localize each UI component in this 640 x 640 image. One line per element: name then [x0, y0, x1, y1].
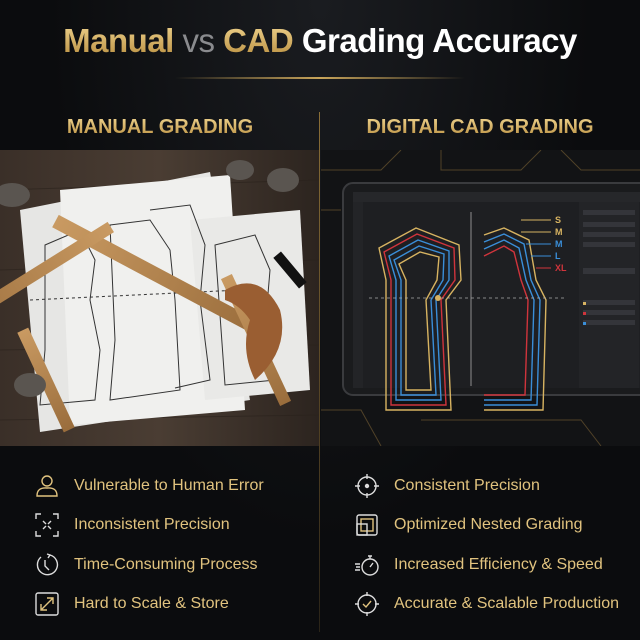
size-label-xl: XL: [555, 263, 567, 273]
page-title: Manual vs CAD Grading Accuracy: [0, 22, 640, 60]
list-item: Optimized Nested Grading: [354, 506, 640, 546]
cad-heading: DIGITAL CAD GRADING: [320, 116, 640, 139]
size-label-m: M: [555, 227, 563, 237]
cad-tablet-image: S M M L XL: [321, 150, 640, 446]
manual-drawbacks-list: Vulnerable to Human Error Inconsistent P…: [34, 466, 354, 624]
crosshair-icon: [355, 473, 379, 498]
item-label: Time-Consuming Process: [74, 555, 258, 573]
list-item: Consistent Precision: [354, 466, 640, 506]
item-label: Accurate & Scalable Production: [394, 595, 620, 613]
column-divider: [319, 112, 320, 632]
title-cad: CAD: [223, 22, 294, 59]
size-label-m2: M: [555, 239, 563, 249]
item-label: Increased Efficiency & Speed: [394, 555, 603, 573]
title-rest: Grading Accuracy: [301, 22, 578, 59]
list-item: Time-Consuming Process: [34, 545, 354, 585]
item-label: Consistent Precision: [394, 476, 540, 494]
clock-refresh-icon: [36, 553, 59, 576]
item-label: Vulnerable to Human Error: [74, 476, 264, 494]
cad-benefits-list: Consistent Precision Optimized Nested Gr…: [354, 466, 640, 624]
item-label: Hard to Scale & Store: [74, 595, 229, 613]
size-label-l: L: [555, 251, 561, 261]
list-item: Inconsistent Precision: [34, 506, 354, 546]
list-item: Increased Efficiency & Speed: [354, 545, 640, 585]
list-item: Accurate & Scalable Production: [354, 585, 640, 625]
title-divider: [175, 77, 465, 79]
target-check-icon: [355, 592, 379, 617]
nested-squares-icon: [356, 514, 378, 536]
list-item: Vulnerable to Human Error: [34, 466, 354, 506]
title-vs: vs: [182, 22, 215, 59]
manual-heading: MANUAL GRADING: [0, 116, 320, 139]
stopwatch-icon: [355, 555, 379, 576]
manual-drafting-image: [0, 150, 319, 446]
size-label-s: S: [555, 215, 561, 225]
expand-arrows-icon: [35, 592, 59, 616]
title-manual: Manual: [63, 22, 174, 59]
scan-frame-icon: [35, 513, 59, 537]
list-item: Hard to Scale & Store: [34, 585, 354, 625]
item-label: Optimized Nested Grading: [394, 516, 583, 534]
item-label: Inconsistent Precision: [74, 516, 230, 534]
person-icon: [36, 475, 58, 497]
